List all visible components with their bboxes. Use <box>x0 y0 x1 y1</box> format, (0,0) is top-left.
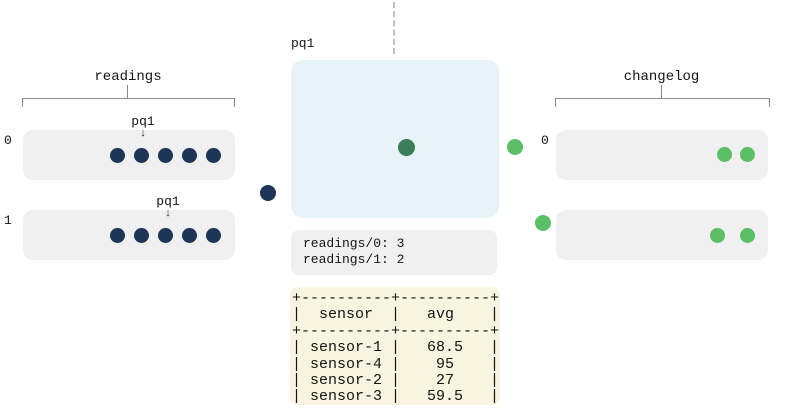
changelog-bracket <box>555 98 770 107</box>
readings-bracket <box>22 98 235 107</box>
inflight-output-record-dot <box>507 139 523 155</box>
processing-message-dot <box>398 139 415 156</box>
message-dot <box>158 228 173 243</box>
offsets-state-box: readings/0: 3 readings/1: 2 <box>291 230 497 275</box>
changelog-partition-0 <box>556 130 768 180</box>
cursor-label: pq1 <box>156 194 180 209</box>
record-dot <box>740 228 755 243</box>
consumer-cursor-readings-1: pq1 ↓ <box>143 195 193 220</box>
message-dot <box>110 148 125 163</box>
message-dot <box>206 228 221 243</box>
readings-bracket-stub <box>127 85 128 98</box>
offset-line: readings/0: 3 <box>303 236 405 251</box>
inflight-input-message-dot <box>260 185 276 201</box>
message-dot <box>134 228 149 243</box>
processor-label: pq1 <box>291 36 315 51</box>
readings-partition-0-label: 0 <box>4 133 12 148</box>
cursor-label: pq1 <box>131 114 155 129</box>
down-arrow-icon: ↓ <box>164 208 172 220</box>
changelog-partition-1-records <box>710 228 755 243</box>
changelog-partition-0-label: 0 <box>541 133 549 148</box>
record-dot <box>710 228 725 243</box>
record-dot <box>740 147 755 162</box>
aggregation-ascii-table: +----------+----------+ | sensor | avg |… <box>292 290 500 405</box>
readings-partition-1 <box>23 210 235 260</box>
readings-partition-1-messages <box>110 228 221 243</box>
readings-partition-1-label: 1 <box>4 213 12 228</box>
processor-box <box>291 60 499 218</box>
offset-line: readings/1: 2 <box>303 252 405 267</box>
consumer-cursor-readings-0: pq1 ↓ <box>118 115 168 140</box>
readings-partition-0-messages <box>110 148 221 163</box>
readings-partition-0 <box>23 130 235 180</box>
time-marker-dashed-line <box>393 2 395 54</box>
changelog-partition-1 <box>556 210 768 260</box>
message-dot <box>206 148 221 163</box>
message-dot <box>110 228 125 243</box>
changelog-partition-0-records <box>717 147 755 162</box>
message-dot <box>134 148 149 163</box>
message-dot <box>182 148 197 163</box>
changelog-bracket-stub <box>661 85 662 98</box>
message-dot <box>158 148 173 163</box>
changelog-topic-title: changelog <box>623 69 700 85</box>
message-dot <box>182 228 197 243</box>
aggregation-table-box: +----------+----------+ | sensor | avg |… <box>290 287 500 405</box>
record-dot <box>717 147 732 162</box>
down-arrow-icon: ↓ <box>139 128 147 140</box>
readings-topic-title: readings <box>94 69 162 85</box>
inflight-output-record-dot <box>535 215 551 231</box>
